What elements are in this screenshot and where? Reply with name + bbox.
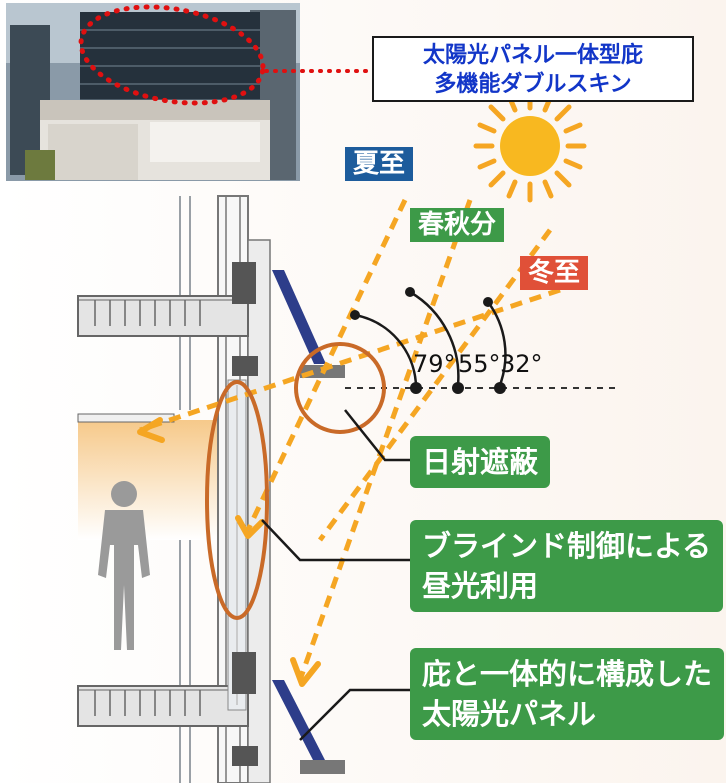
- shading-highlight-circle: [294, 342, 386, 434]
- callout-solar-shading: 日射遮蔽: [410, 436, 551, 488]
- building-photo: [6, 3, 300, 181]
- callout-solar-panel: 庇と一体的に構成した 太陽光パネル: [410, 648, 725, 740]
- callout-daylight-blinds: ブラインド制御による 昼光利用: [410, 520, 724, 612]
- callout-daylight-blinds-line1: ブラインド制御による: [422, 529, 712, 563]
- title-box: 太陽光パネル一体型庇 多機能ダブルスキン: [372, 36, 694, 102]
- angle-label-summer: 79°: [413, 350, 456, 378]
- callout-daylight-blinds-line2: 昼光利用: [422, 569, 539, 603]
- season-label-winter: 冬至: [520, 256, 589, 290]
- angle-arcs: [354, 290, 507, 386]
- angle-label-winter: 32°: [500, 350, 543, 378]
- season-label-equinox: 春秋分: [410, 208, 505, 242]
- angle-points: [350, 287, 506, 394]
- blind-highlight-ellipse: [205, 380, 269, 620]
- angle-label-equinox: 55°: [458, 350, 501, 378]
- season-label-summer: 夏至: [345, 147, 414, 181]
- sun-icon: [473, 89, 587, 203]
- callout-solar-shading-line1: 日射遮蔽: [422, 445, 539, 479]
- highlight-dotted-outline: [78, 4, 266, 106]
- sun-rays: [139, 198, 561, 681]
- mullion-details: [232, 262, 258, 766]
- leader-lines: [261, 409, 418, 741]
- building-section: [77, 195, 271, 783]
- person-silhouette: [98, 481, 150, 650]
- callout-solar-panel-line1: 庇と一体的に構成した: [422, 657, 713, 691]
- sun-ray-arrowheads: [137, 417, 321, 687]
- callout-solar-panel-line2: 太陽光パネル: [422, 697, 597, 731]
- title-line-1: 太陽光パネル一体型庇: [422, 43, 643, 68]
- interior-daylight-area: [78, 420, 218, 540]
- title-line-2: 多機能ダブルスキン: [434, 72, 632, 97]
